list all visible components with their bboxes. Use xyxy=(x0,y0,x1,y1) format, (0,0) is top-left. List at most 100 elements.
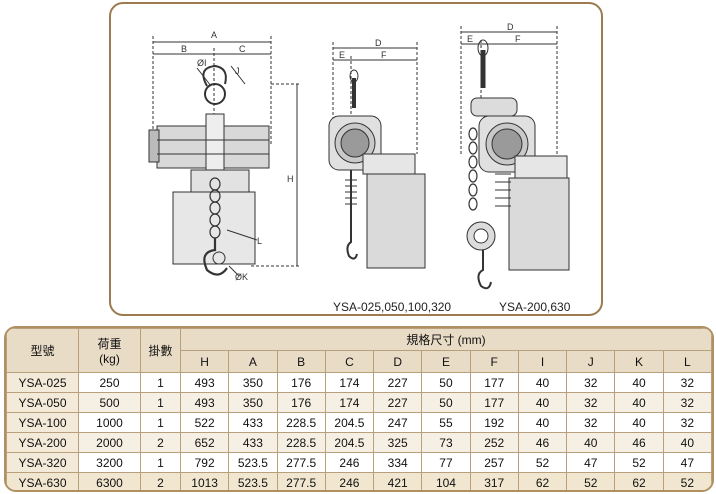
table-cell: 228.5 xyxy=(276,432,326,453)
table-cell: 247 xyxy=(373,412,423,433)
header-dim-h: H xyxy=(179,350,230,373)
table-cell: 1000 xyxy=(78,412,141,433)
dim-label-b: B xyxy=(181,44,187,54)
table-cell: 204.5 xyxy=(324,432,375,453)
table-cell: 52 xyxy=(517,452,568,473)
table-cell: 52 xyxy=(614,452,664,473)
table-cell: 1 xyxy=(140,412,181,433)
table-cell: 523.5 xyxy=(228,472,278,490)
table-cell: 500 xyxy=(78,392,141,413)
table-cell: 350 xyxy=(228,392,278,413)
table-cell: 792 xyxy=(179,452,230,473)
table-cell: 317 xyxy=(469,472,519,490)
table-cell: 46 xyxy=(517,432,568,453)
header-dim-i: I xyxy=(517,350,568,373)
table-cell: 32 xyxy=(566,412,616,433)
table-cell: 522 xyxy=(179,412,230,433)
side-view-single xyxy=(328,42,426,269)
table-cell: 350 xyxy=(228,372,278,393)
table-cell: 246 xyxy=(324,452,375,473)
dim-label-d2: D xyxy=(507,22,514,32)
header-dim-f: F xyxy=(469,350,519,373)
table-cell: 523.5 xyxy=(228,452,278,473)
header-dim-j: J xyxy=(566,350,616,373)
table-cell: 433 xyxy=(228,432,278,453)
table-cell: 652 xyxy=(179,432,230,453)
table-cell: 104 xyxy=(421,472,471,490)
table-cell: 3200 xyxy=(78,452,141,473)
model-cell: YSA-630 xyxy=(6,472,79,490)
table-cell: 40 xyxy=(566,432,616,453)
table-cell: 50 xyxy=(421,372,471,393)
table-cell: 176 xyxy=(276,392,326,413)
table-cell: 32 xyxy=(662,412,712,433)
table-cell: 2000 xyxy=(78,432,141,453)
table-cell: 32 xyxy=(566,372,616,393)
dim-label-k: ØK xyxy=(235,272,248,282)
header-dim-k: K xyxy=(614,350,664,373)
header-dim-a: A xyxy=(228,350,278,373)
table-cell: 246 xyxy=(324,472,375,490)
header-falls: 掛數 xyxy=(140,328,181,373)
header-dim-e: E xyxy=(421,350,471,373)
table-cell: 493 xyxy=(179,392,230,413)
table-cell: 228.5 xyxy=(276,412,326,433)
table-cell: 334 xyxy=(373,452,423,473)
table-cell: 2 xyxy=(140,472,181,490)
table-cell: 204.5 xyxy=(324,412,375,433)
table-cell: 73 xyxy=(421,432,471,453)
side-view-double xyxy=(460,26,570,290)
table-cell: 40 xyxy=(517,372,568,393)
table-cell: 174 xyxy=(324,392,375,413)
table-cell: 192 xyxy=(469,412,519,433)
caption-single-fall: YSA-025,050,100,320 xyxy=(333,300,452,314)
model-cell: YSA-025 xyxy=(6,372,79,393)
model-cell: YSA-200 xyxy=(6,432,79,453)
table-cell: 277.5 xyxy=(276,472,326,490)
table-cell: 32 xyxy=(662,372,712,393)
header-load-label: 荷重 xyxy=(97,337,122,351)
dim-label-d1: D xyxy=(375,38,382,48)
table-cell: 52 xyxy=(662,472,712,490)
table-cell: 55 xyxy=(421,412,471,433)
dim-label-h: H xyxy=(287,174,294,184)
table-cell: 40 xyxy=(614,372,664,393)
table-cell: 177 xyxy=(469,392,519,413)
dim-label-i: ØI xyxy=(197,58,207,68)
model-cell: YSA-320 xyxy=(6,452,79,473)
header-load-unit: (kg) xyxy=(99,352,120,366)
header-dim-d: D xyxy=(373,350,423,373)
table-cell: 40 xyxy=(517,412,568,433)
header-dim-c: C xyxy=(324,350,375,373)
table-cell: 177 xyxy=(469,372,519,393)
table-cell: 47 xyxy=(662,452,712,473)
table-cell: 1 xyxy=(140,452,181,473)
table-cell: 277.5 xyxy=(276,452,326,473)
table-cell: 257 xyxy=(469,452,519,473)
table-cell: 493 xyxy=(179,372,230,393)
header-load: 荷重 (kg) xyxy=(78,328,141,373)
dim-label-e2: E xyxy=(467,34,473,44)
model-cell: YSA-100 xyxy=(6,412,79,433)
table-cell: 2 xyxy=(140,432,181,453)
header-dim-b: B xyxy=(276,350,326,373)
model-cell: YSA-050 xyxy=(6,392,79,413)
dim-label-f1: F xyxy=(381,50,387,60)
dim-label-j: J xyxy=(235,66,240,76)
drawing-panel: A B C ØI J H L ØK D xyxy=(109,2,603,316)
table-cell: 32 xyxy=(662,392,712,413)
table-cell: 62 xyxy=(614,472,664,490)
table-cell: 32 xyxy=(566,392,616,413)
table-cell: 227 xyxy=(373,372,423,393)
header-spec: 規格尺寸 (mm) xyxy=(180,328,712,351)
header-dim-l: L xyxy=(662,350,712,373)
table-cell: 40 xyxy=(614,392,664,413)
table-cell: 50 xyxy=(421,392,471,413)
front-view xyxy=(148,36,301,277)
